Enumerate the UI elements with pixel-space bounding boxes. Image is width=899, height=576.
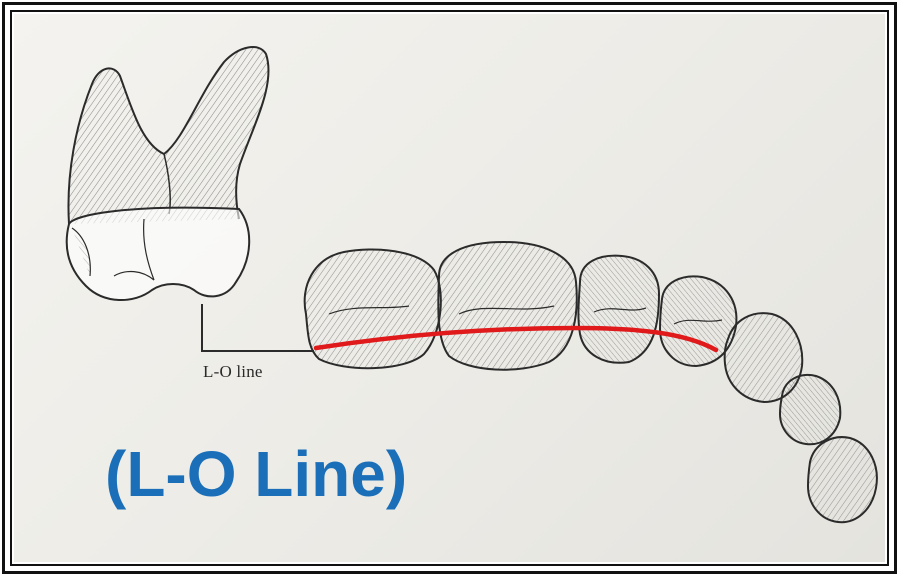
inner-border [10, 10, 889, 566]
molar-side-view [65, 46, 270, 302]
dental-diagram [65, 46, 878, 524]
lo-line-label: L-O line [203, 362, 263, 381]
central-incisor [806, 436, 878, 524]
lateral-incisor [778, 374, 842, 446]
leader-line [201, 304, 314, 352]
lo-line-red-curve [313, 325, 719, 353]
molar-1 [303, 248, 442, 370]
diagram-photo: L-O line (L-O Line) [14, 14, 885, 562]
molar-2 [437, 240, 578, 371]
diagram-title: (L-O Line) [105, 438, 408, 510]
dental-arch [303, 240, 878, 524]
